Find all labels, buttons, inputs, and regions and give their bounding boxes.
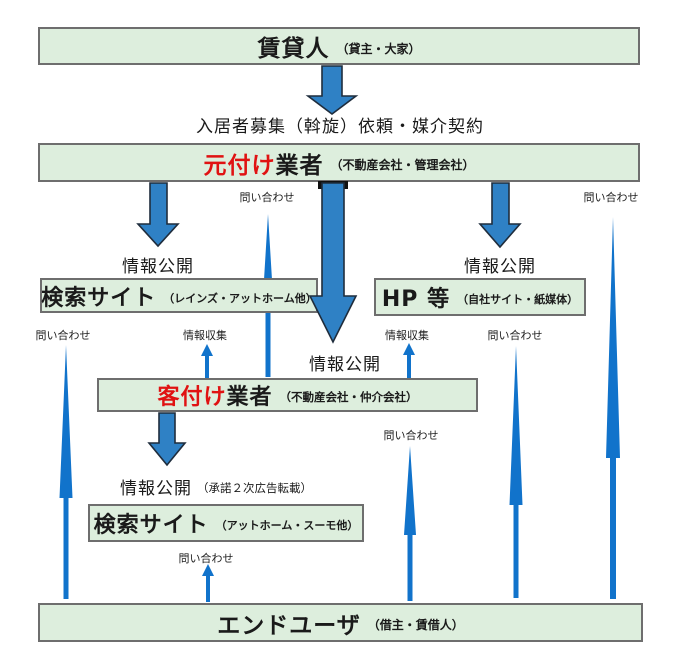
box-subtitle: （自社サイト・紙媒体）: [457, 293, 579, 306]
arrow-motozuke-to-kyakuzuke: [308, 182, 358, 344]
box-subtitle: （貸主・大家）: [336, 41, 421, 56]
arrow-kyakuzuke-to-search-lower: [147, 412, 187, 467]
label-publish-lower: 情報公開 （承諾２次広告転載）: [120, 474, 312, 499]
label-publish-lower-note: （承諾２次広告転載）: [197, 481, 312, 495]
label-inquiry-far-right: 問い合わせ: [583, 191, 639, 204]
box-subtitle: （アットホーム・スーモ他）: [215, 519, 359, 532]
label-inquiry-mid: 問い合わせ: [383, 429, 439, 442]
inquiry-arrow-enduser-to-kyakuzuke: [404, 446, 416, 601]
box-title: 賃貸人: [257, 36, 330, 62]
box-motozuke: 元付け 業者 （不動産会社・管理会社）: [38, 143, 640, 182]
inquiry-arrow-enduser-to-search-upper: [59, 345, 73, 599]
box-subtitle: （不動産会社・管理会社）: [330, 158, 475, 172]
box-subtitle: （不動産会社・仲介会社）: [279, 390, 418, 404]
label-recruit-contract: 入居者募集（斡旋）依頼・媒介契約: [196, 117, 484, 137]
collect-arrow-kyakuzuke-right: [403, 343, 415, 378]
box-kyakuzuke: 客付け 業者 （不動産会社・仲介会社）: [97, 378, 478, 412]
label-publish-center: 情報公開: [309, 355, 381, 375]
box-subtitle: （借主・賃借人）: [367, 618, 464, 632]
box-title-red: 客付け: [157, 385, 227, 410]
inquiry-arrow-enduser-to-motozuke: [606, 217, 620, 599]
label-publish-lower-main: 情報公開: [120, 479, 192, 499]
label-publish-right: 情報公開: [464, 257, 536, 277]
box-title-red: 元付け: [203, 152, 276, 179]
label-collect-left: 情報収集: [183, 329, 227, 342]
inquiry-arrow-enduser-to-search-lower: [202, 564, 214, 602]
collect-arrow-kyakuzuke-left: [201, 344, 213, 378]
box-title: 検索サイト: [41, 285, 157, 311]
arrow-motozuke-to-search-upper: [136, 182, 180, 248]
box-title: HP 等: [381, 287, 451, 312]
arrow-lessor-to-motozuke: [305, 65, 359, 115]
box-subtitle: （レインズ・アットホーム他）: [163, 291, 317, 305]
box-title: 検索サイト: [93, 513, 209, 538]
inquiry-arrow-enduser-to-hp: [509, 346, 523, 598]
box-search-upper: 検索サイト （レインズ・アットホーム他）: [40, 278, 318, 313]
box-enduser: エンドユーザ （借主・賃借人）: [38, 603, 643, 642]
box-search-lower: 検索サイト （アットホーム・スーモ他）: [88, 504, 364, 542]
box-hp: HP 等 （自社サイト・紙媒体）: [374, 278, 586, 316]
arrow-cap: [318, 181, 348, 189]
label-collect-right: 情報収集: [385, 329, 429, 342]
box-title: 業者: [275, 152, 324, 179]
box-lessor: 賃貸人 （貸主・大家）: [38, 27, 640, 65]
label-inquiry-bottom: 問い合わせ: [178, 552, 234, 565]
label-publish-left: 情報公開: [122, 257, 194, 277]
box-title: エンドユーザ: [217, 612, 361, 639]
label-inquiry-left: 問い合わせ: [35, 329, 91, 342]
arrow-motozuke-to-hp: [478, 182, 522, 249]
label-inquiry-kyakuzuke: 問い合わせ: [239, 191, 295, 204]
label-inquiry-hp: 問い合わせ: [487, 329, 543, 342]
box-title: 業者: [226, 385, 273, 410]
